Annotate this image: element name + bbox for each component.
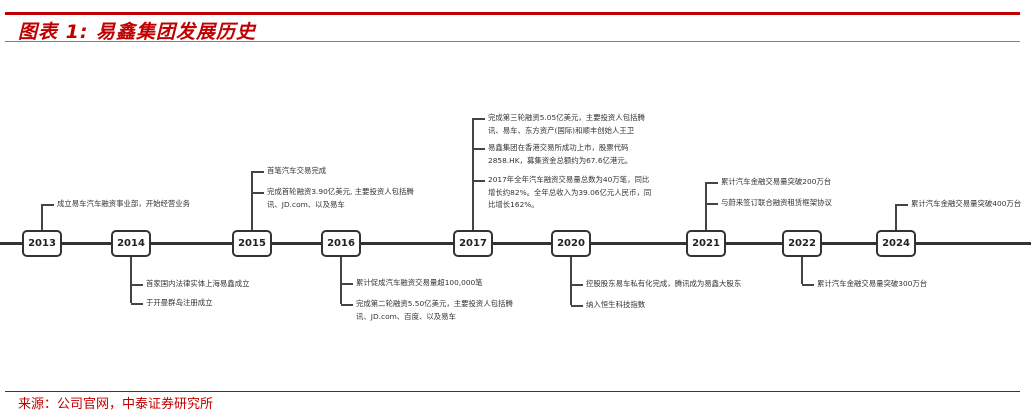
branch-line [706,182,718,184]
connector-line [570,256,572,305]
year-node-2020: 2020 [551,230,591,257]
event-text: 于开曼群岛注册成立 [146,298,213,307]
connector-line [895,204,897,231]
event-text: 累计促成汽车融资交易量超100,000笔 [356,278,483,287]
connector-line [705,182,707,231]
event-text: 讯、JD.com、以及易车 [267,199,345,209]
connector-line [130,256,132,303]
connector-line [472,118,474,231]
event-text: 控股股东易车私有化完成，腾讯成为易鑫大股东 [586,279,742,288]
year-node-2013: 2013 [22,230,62,257]
event-text: 2858.HK，募集资金总额约为67.6亿港元。 [488,155,633,165]
event-text: 完成第二轮融资5.50亿美元，主要投资人包括腾 [356,299,513,308]
branch-line [341,304,353,306]
event-text: 与蔚来签订联合融资租赁框架协议 [721,198,832,207]
year-node-2024: 2024 [876,230,916,257]
event-text: 易鑫集团在香港交易所成功上市，股票代码 [488,143,629,152]
connector-line [41,204,43,231]
event-text: 讯、易车、东方资产(国际)和顺丰创始人王卫 [488,125,635,135]
source-note: 来源：公司官网，中泰证券研究所 [18,397,214,412]
branch-line [473,148,485,150]
event-text: 首家国内法律实体上海易鑫成立 [146,279,250,288]
timeline-axis [0,242,1031,245]
connector-line [340,256,342,304]
event-text: 增长约82%。全年总收入为39.06亿元人民币，同 [488,187,652,197]
branch-line [706,203,718,205]
branch-line [341,283,353,285]
event-text: 成立易车汽车融资事业部，开始经营业务 [57,199,191,208]
event-text: 纳入恒生科技指数 [586,300,646,309]
event-text: 完成第三轮融资5.05亿美元，主要投资人包括腾 [488,113,645,122]
connector-line [801,256,803,284]
event-text: 2017年全年汽车融资交易量总数为40万笔，同比 [488,175,650,184]
branch-line [131,284,143,286]
year-node-2014: 2014 [111,230,151,257]
branch-line [252,192,264,194]
branch-line [473,118,485,120]
figure-title: 图表 1: 易鑫集团发展历史 [18,21,257,43]
branch-line [571,284,583,286]
year-node-2016: 2016 [321,230,361,257]
header-rule [5,12,1020,15]
branch-line [252,171,264,173]
event-text: 讯、JD.com、百度、以及易车 [356,311,456,321]
event-text: 累计汽车金融交易量突破400万台 [911,199,1022,208]
event-text: 累计汽车金融交易量突破200万台 [721,177,832,186]
year-node-2015: 2015 [232,230,272,257]
event-text: 首笔汽车交易完成 [267,166,327,175]
branch-line [473,180,485,182]
title-underline [5,41,1020,42]
event-text: 完成首轮融资3.90亿美元, 主要投资人包括腾 [267,187,414,196]
branch-line [802,284,814,286]
branch-line [131,303,143,305]
connector-line [251,171,253,231]
year-node-2021: 2021 [686,230,726,257]
event-text: 比增长162%。 [488,200,539,209]
footer-rule [5,391,1020,392]
branch-line [896,204,908,206]
year-node-2017: 2017 [453,230,493,257]
year-node-2022: 2022 [782,230,822,257]
event-text: 累计汽车金融交易量突破300万台 [817,279,928,288]
branch-line [42,204,54,206]
branch-line [571,305,583,307]
